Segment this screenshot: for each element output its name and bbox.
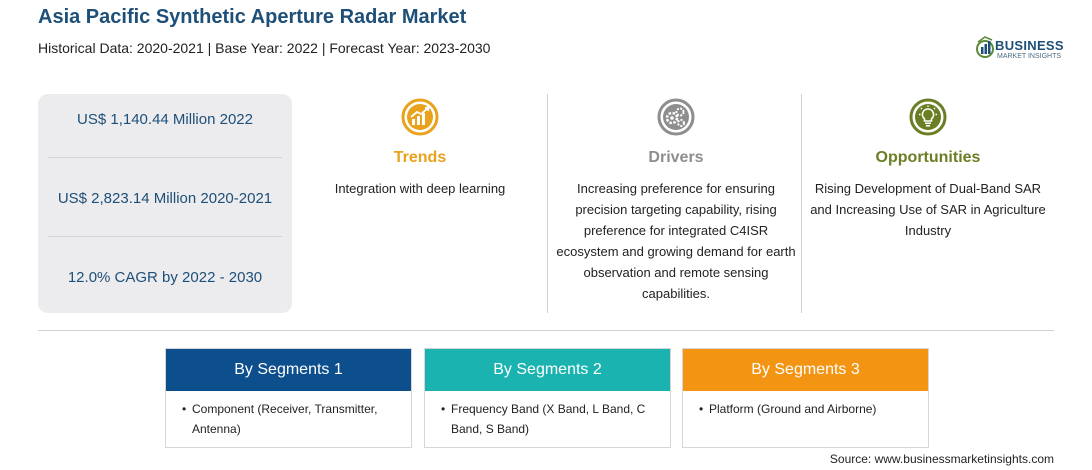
- bullet-icon: •: [441, 402, 446, 416]
- stat-divider: [48, 236, 282, 237]
- stat-market-size-historical: US$ 2,823.14 Million 2020-2021: [57, 190, 273, 207]
- source-link[interactable]: Source: www.businessmarketinsights.com: [829, 452, 1054, 466]
- stat-market-size-2022: US$ 1,140.44 Million 2022: [77, 111, 253, 128]
- lightbulb-icon: [909, 98, 947, 136]
- segment-card-3: By Segments 3 • Platform (Ground and Air…: [682, 348, 929, 448]
- segment-2-header: By Segments 2: [425, 349, 670, 391]
- segment-3-item: Platform (Ground and Airborne): [709, 402, 877, 416]
- brand-logo[interactable]: BUSINESS MARKET INSIGHTS: [975, 36, 1065, 62]
- stat-cagr: 12.0% CAGR by 2022 - 2030: [67, 269, 263, 286]
- opportunities-text: Rising Development of Dual-Band SAR and …: [810, 181, 1046, 238]
- segment-card-2: By Segments 2 • Frequency Band (X Band, …: [424, 348, 671, 448]
- page-subtitle: Historical Data: 2020-2021 | Base Year: …: [38, 40, 491, 56]
- opportunities-title: Opportunities: [875, 149, 981, 166]
- segment-1-item: Component (Receiver, Transmitter, Antenn…: [192, 402, 378, 436]
- globe-bars-icon: [976, 36, 994, 58]
- logo-wordmark: BUSINESS: [995, 38, 1064, 53]
- trend-chart-icon: [401, 98, 439, 136]
- page-title: Asia Pacific Synthetic Aperture Radar Ma…: [38, 6, 467, 28]
- segment-2-item: Frequency Band (X Band, L Band, C Band, …: [451, 402, 646, 436]
- bullet-icon: •: [182, 402, 187, 416]
- drivers-text: Increasing preference for ensuring preci…: [556, 181, 796, 301]
- stat-divider: [48, 157, 282, 158]
- trends-title: Trends: [393, 149, 447, 166]
- bullet-icon: •: [699, 402, 704, 416]
- column-divider: [801, 94, 802, 313]
- logo-tagline: MARKET INSIGHTS: [997, 53, 1062, 60]
- segment-card-1: By Segments 1 • Component (Receiver, Tra…: [165, 348, 412, 448]
- segment-3-header: By Segments 3: [683, 349, 928, 391]
- trends-text: Integration with deep learning: [334, 181, 506, 196]
- segment-1-header: By Segments 1: [166, 349, 411, 391]
- column-divider: [547, 94, 548, 313]
- section-divider: [38, 330, 1054, 331]
- gears-icon: [657, 98, 695, 136]
- market-stats-panel: US$ 1,140.44 Million 2022 US$ 2,823.14 M…: [38, 94, 292, 313]
- drivers-title: Drivers: [648, 149, 704, 166]
